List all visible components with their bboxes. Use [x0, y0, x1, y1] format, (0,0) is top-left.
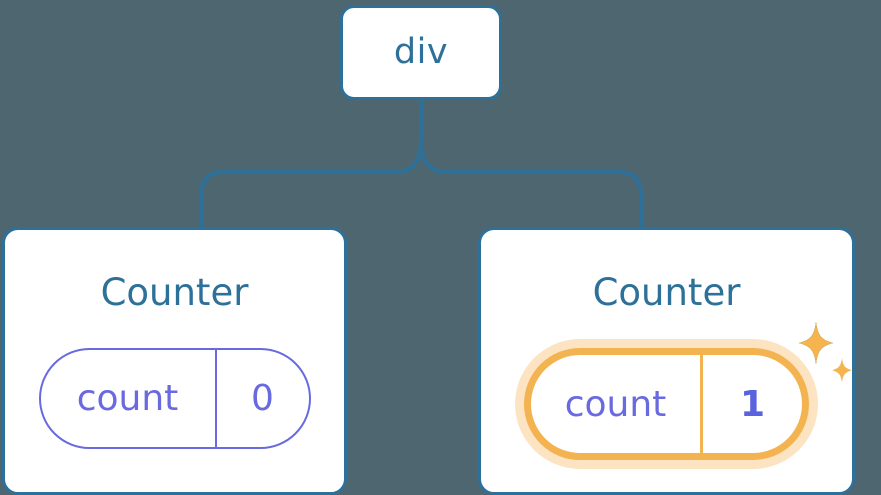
- state-pill-left[interactable]: count 0: [38, 348, 311, 449]
- node-root[interactable]: div: [340, 5, 502, 100]
- state-pill-right-key: count: [531, 355, 703, 453]
- node-root-label: div: [393, 32, 449, 72]
- state-pill-right-value: 1: [739, 383, 766, 425]
- node-counter-left[interactable]: Counter count 0: [2, 227, 347, 495]
- node-counter-left-title: Counter: [100, 271, 249, 314]
- state-pill-left-key: count: [41, 350, 217, 447]
- node-counter-right[interactable]: Counter count 1: [478, 227, 855, 495]
- state-pill-left-value: 0: [251, 378, 274, 419]
- node-counter-right-title: Counter: [592, 271, 741, 314]
- state-pill-wrapper-left: count 0: [5, 348, 344, 449]
- state-pill-wrapper-right: count 1: [481, 348, 852, 460]
- state-pill-right[interactable]: count 1: [524, 348, 809, 460]
